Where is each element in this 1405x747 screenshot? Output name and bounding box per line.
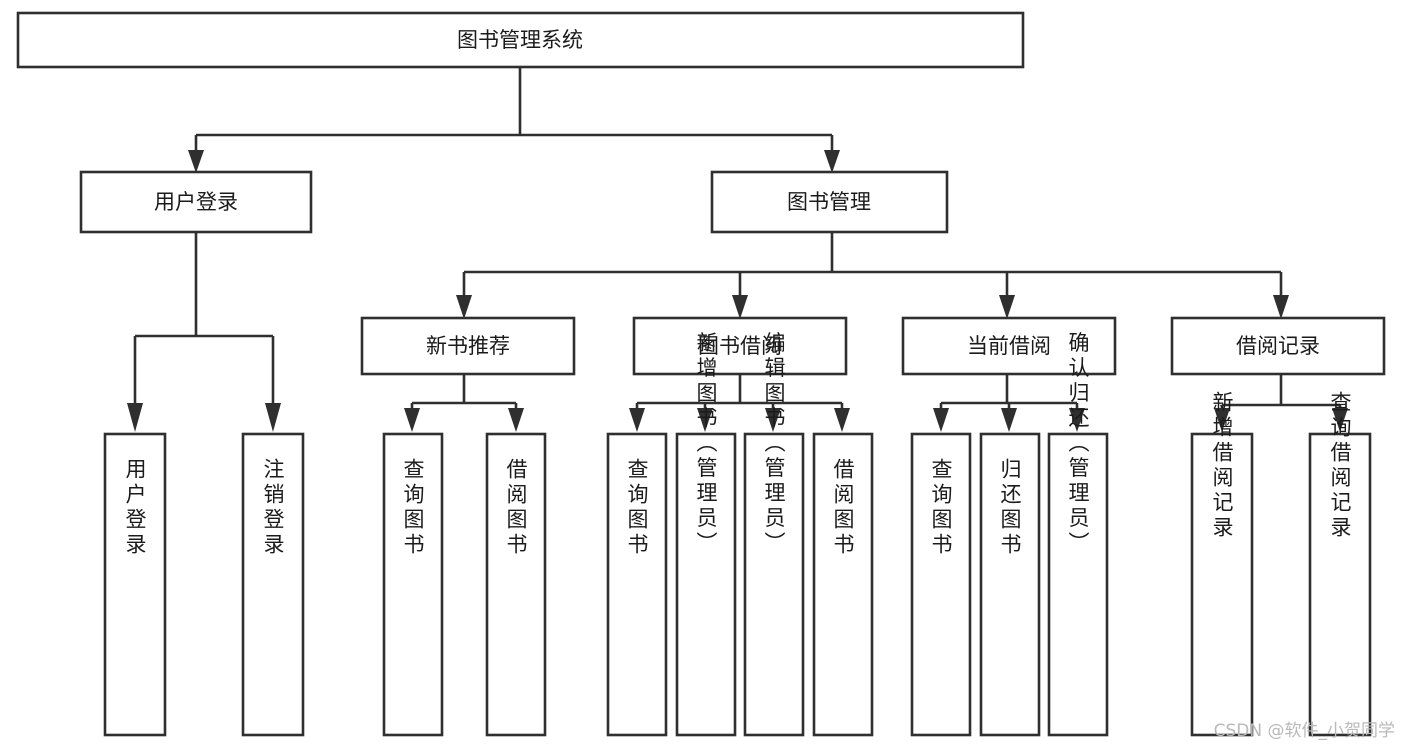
csdn-watermark: CSDN @软件_小贺同学 xyxy=(1213,721,1395,741)
node-leaf-confirm-return-label: 确认归还（管理员） xyxy=(1066,332,1090,557)
node-borrow-records[interactable]: 借阅记录 xyxy=(1170,316,1386,376)
node-leaf-confirm-return[interactable]: 确认归还（管理员） xyxy=(1047,332,1109,737)
arrow-to-leaf-add-record xyxy=(1214,408,1230,432)
node-new-book-recommend-label: 新书推荐 xyxy=(426,334,510,358)
node-book-management[interactable]: 图书管理 xyxy=(710,170,949,234)
node-leaf-return-book-box[interactable] xyxy=(979,432,1041,737)
node-leaf-add-book-label: 新增图书（管理员） xyxy=(694,332,718,557)
node-current-borrow[interactable]: 当前借阅 xyxy=(901,316,1117,376)
node-leaf-query-book-1[interactable]: 查询图书 xyxy=(382,432,444,737)
arrow-to-new-book-recommend xyxy=(456,295,472,319)
arrow-to-leaf-logout-login xyxy=(265,403,281,432)
node-leaf-edit-book-box[interactable] xyxy=(743,432,805,737)
node-user-login[interactable]: 用户登录 xyxy=(79,170,313,234)
node-leaf-borrow-book-1[interactable]: 借阅图书 xyxy=(485,432,547,737)
node-leaf-query-book-2-box[interactable] xyxy=(606,432,668,737)
node-leaf-add-record-box[interactable] xyxy=(1190,432,1254,737)
node-leaf-query-book-3[interactable]: 查询图书 xyxy=(910,432,972,737)
arrow-root-to-book-management xyxy=(824,150,840,173)
node-leaf-borrow-book-1-box[interactable] xyxy=(485,432,547,737)
node-book-borrow-box[interactable] xyxy=(632,316,848,376)
node-leaf-borrow-book-2-box[interactable] xyxy=(812,432,874,737)
node-leaf-edit-book[interactable]: 编辑图书（管理员） xyxy=(743,332,805,737)
arrow-to-leaf-query-record xyxy=(1332,408,1348,432)
node-leaf-logout-login-label: 注销登录 xyxy=(261,458,285,558)
node-new-book-recommend[interactable]: 新书推荐 xyxy=(360,316,576,376)
node-leaf-borrow-book-2[interactable]: 借阅图书 xyxy=(812,432,874,737)
node-leaf-query-record-label: 查询借阅记录 xyxy=(1328,391,1352,541)
arrow-to-leaf-user-login xyxy=(127,403,143,432)
node-leaf-user-login[interactable]: 用户登录 xyxy=(103,432,167,737)
node-leaf-add-record[interactable]: 新增借阅记录 xyxy=(1190,391,1254,737)
arrow-to-leaf-add-book xyxy=(697,408,713,432)
node-leaf-borrow-book-1-label: 借阅图书 xyxy=(504,458,528,558)
node-book-borrow[interactable]: 图书借阅 xyxy=(632,316,848,376)
node-leaf-return-book-label: 归还图书 xyxy=(998,458,1022,558)
node-leaf-query-book-2-label: 查询图书 xyxy=(625,458,649,558)
node-borrow-records-label: 借阅记录 xyxy=(1236,334,1320,358)
arrow-to-leaf-query-book-2 xyxy=(629,408,645,432)
node-user-login-box[interactable] xyxy=(79,170,313,234)
node-leaf-user-login-box[interactable] xyxy=(103,432,167,737)
node-book-borrow-label: 图书借阅 xyxy=(698,334,782,358)
node-leaf-edit-book-label: 编辑图书（管理员） xyxy=(762,332,786,557)
node-leaf-query-book-1-box[interactable] xyxy=(382,432,444,737)
arrow-to-leaf-borrow-book-2 xyxy=(834,408,850,432)
arrow-to-leaf-query-book-1 xyxy=(404,408,420,432)
node-leaf-query-book-1-label: 查询图书 xyxy=(401,458,425,558)
node-user-login-label: 用户登录 xyxy=(154,190,238,214)
arrow-to-book-borrow xyxy=(732,295,748,319)
node-leaf-add-record-label: 新增借阅记录 xyxy=(1210,391,1234,541)
node-leaf-user-login-label: 用户登录 xyxy=(123,458,147,558)
node-book-management-label: 图书管理 xyxy=(787,190,871,214)
connector-layer xyxy=(127,67,1348,432)
node-borrow-records-box[interactable] xyxy=(1170,316,1386,376)
node-leaf-query-record-box[interactable] xyxy=(1308,432,1372,737)
node-leaf-query-book-3-label: 查询图书 xyxy=(929,458,953,558)
node-leaf-query-book-3-box[interactable] xyxy=(910,432,972,737)
node-current-borrow-label: 当前借阅 xyxy=(967,334,1051,358)
node-leaf-logout-login-box[interactable] xyxy=(241,432,305,737)
arrow-to-borrow-records xyxy=(1273,295,1289,319)
node-leaf-query-record[interactable]: 查询借阅记录 xyxy=(1308,391,1372,737)
node-new-book-recommend-box[interactable] xyxy=(360,316,576,376)
arrow-to-leaf-return-book xyxy=(1001,408,1017,432)
node-leaf-borrow-book-2-label: 借阅图书 xyxy=(831,458,855,558)
arrow-to-leaf-confirm-return xyxy=(1069,408,1085,432)
arrow-root-to-user-login xyxy=(188,150,204,173)
node-leaf-add-book[interactable]: 新增图书（管理员） xyxy=(675,332,737,737)
node-leaf-logout-login[interactable]: 注销登录 xyxy=(241,432,305,737)
arrow-to-leaf-query-book-3 xyxy=(933,408,949,432)
node-root[interactable]: 图书管理系统 xyxy=(16,11,1025,69)
arrow-to-leaf-borrow-book-1 xyxy=(508,408,524,432)
arrow-to-current-borrow xyxy=(999,295,1015,319)
node-current-borrow-box[interactable] xyxy=(901,316,1117,376)
node-leaf-confirm-return-box[interactable] xyxy=(1047,432,1109,737)
node-root-label: 图书管理系统 xyxy=(457,28,583,52)
node-root-box[interactable] xyxy=(16,11,1025,69)
node-leaf-return-book[interactable]: 归还图书 xyxy=(979,432,1041,737)
node-leaf-query-book-2[interactable]: 查询图书 xyxy=(606,432,668,737)
node-leaf-add-book-box[interactable] xyxy=(675,432,737,737)
arrow-to-leaf-edit-book xyxy=(765,408,781,432)
node-book-management-box[interactable] xyxy=(710,170,949,234)
